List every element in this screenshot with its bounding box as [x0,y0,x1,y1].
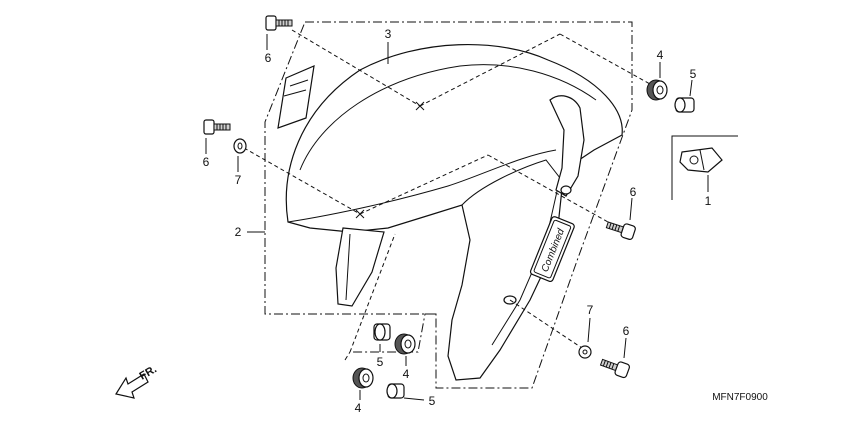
callout-4-lower-b: 4 [355,401,362,415]
front-fender [285,43,623,381]
callout-4-right: 4 [657,48,664,62]
collar-5-lower-a [373,323,391,341]
callout-6-top: 6 [265,51,272,65]
clip-part-1 [679,147,723,173]
direction-label: FR. [138,363,159,382]
washer-7-right [578,345,592,359]
fender-inner-panel [461,159,561,346]
grommet-4-lower-b [352,367,374,389]
diagram-code: MFN7F0900 [712,392,768,403]
front-direction-arrow: FR. [115,363,159,399]
bolt-6-lower [599,358,631,379]
callout-leaders [205,34,709,401]
fender-shell [285,43,623,381]
leader-left-to-inner [359,154,489,215]
callout-7-right: 7 [587,303,594,317]
mount-markers [355,101,425,219]
fork-bracket-left-edge [345,233,351,301]
bolt-6-right [605,221,636,240]
callout-2: 2 [235,225,242,239]
fender-ridge [299,64,597,171]
callout-6-lower: 6 [623,324,630,338]
bolt-6-top [265,15,293,31]
callout-4-lower-a: 4 [403,367,410,381]
callout-5-right: 5 [690,67,697,81]
collar-5-lower-b [386,383,405,399]
leader-left-bolt [243,147,361,215]
callout-labels: 1 2 3 4 4 4 5 5 5 6 6 6 6 7 7 [203,27,712,415]
callout-1: 1 [705,194,712,208]
fork-bracket-right [549,95,585,197]
grommet-4-right [646,79,668,101]
assembly-frame [264,21,633,389]
leader-mount-right [559,33,651,85]
callout-3: 3 [385,27,392,41]
bracket-bolt-hole [560,185,572,195]
bolt-6-left [203,119,231,135]
inset-bracket-lines [671,135,738,200]
callout-5-lower-a: 5 [377,355,384,369]
fender-sticker [277,65,315,129]
fork-bracket-left [335,227,385,307]
leader-lower-left [349,233,396,353]
leader-lower-washer [509,299,583,349]
callout-6-left: 6 [203,155,210,169]
washer-7-left [233,138,247,154]
leader-bolt-top [291,29,421,107]
collar-5-right [674,97,695,113]
callout-6-right: 6 [630,185,637,199]
leader-top-to-mount [419,33,561,107]
grommet-4-lower-a [394,333,416,355]
callout-7-left: 7 [235,173,242,187]
fender-crease [287,149,557,223]
callout-5-lower-b: 5 [429,394,436,408]
leader-inner-to-bolt6 [487,154,627,233]
